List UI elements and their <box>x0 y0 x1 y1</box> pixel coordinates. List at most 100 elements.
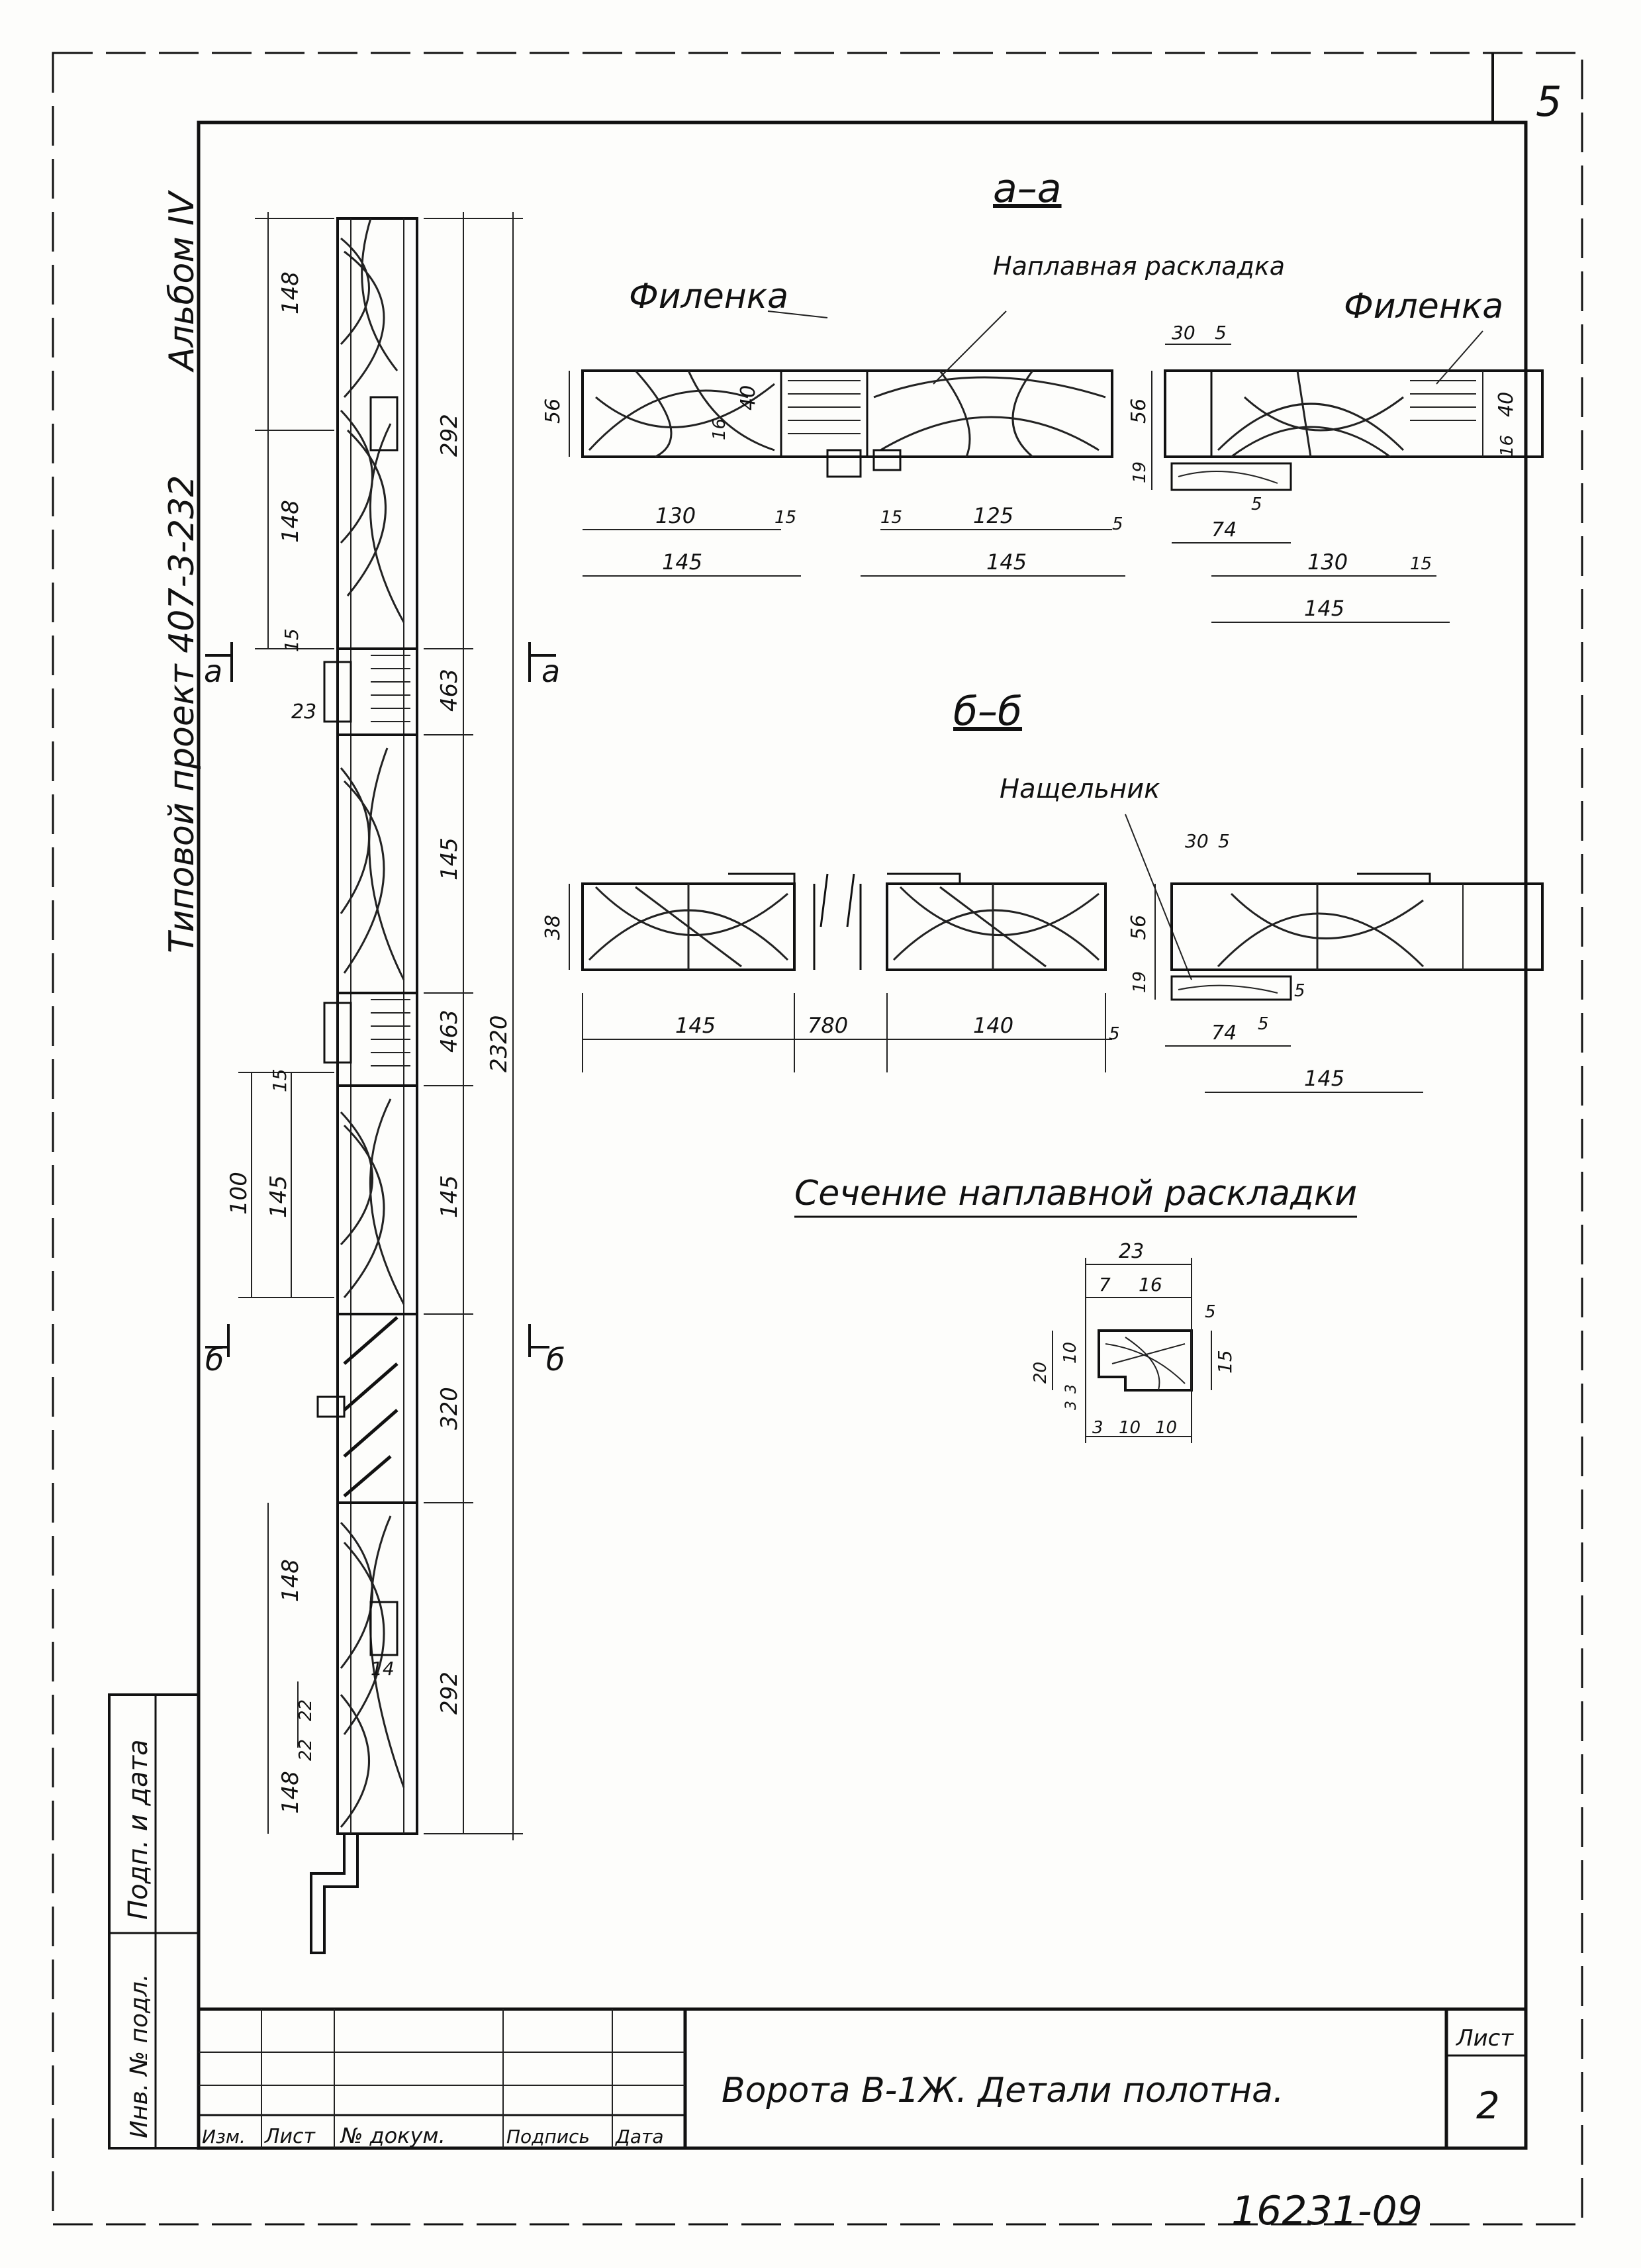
label-nashchelnik: Нащельник <box>1000 774 1160 804</box>
dim-elev-22b: 22 <box>296 1739 316 1761</box>
bottom-code: 16231-09 <box>1231 2188 1423 2234</box>
dim-p-15: 15 <box>1214 1350 1236 1374</box>
dim-a-15b: 15 <box>880 508 902 528</box>
dim-a-56b: 56 <box>1127 399 1150 424</box>
cut-mark-a-left: а <box>204 653 222 689</box>
dim-a-30: 30 <box>1172 322 1196 344</box>
dim-b-5b: 5 <box>1218 830 1230 852</box>
dim-elev-148d: 148 <box>277 1771 304 1814</box>
leader-naplavnaya <box>933 310 1007 385</box>
dim-elev-22a: 22 <box>296 1699 316 1721</box>
dim-p-7: 7 <box>1099 1274 1111 1296</box>
outer-trim-line <box>52 52 1583 2226</box>
album-label: Альбом IV <box>162 190 202 373</box>
dim-elev-292b: 292 <box>436 1672 463 1715</box>
dim-b-140: 140 <box>973 1013 1013 1038</box>
dim-elev-100: 100 <box>226 1172 252 1215</box>
dim-p-3a: 3 <box>1063 1384 1080 1394</box>
dim-a-5c: 5 <box>1251 495 1262 514</box>
dim-b-145: 145 <box>675 1013 716 1038</box>
dim-elev-145c: 145 <box>436 1175 463 1218</box>
dim-p-3b: 3 <box>1092 1418 1103 1438</box>
dim-a-40b: 40 <box>1495 392 1518 417</box>
dim-p-5: 5 <box>1205 1302 1216 1322</box>
dim-elev-463a: 463 <box>436 669 463 712</box>
dim-elev-148b: 148 <box>277 500 304 543</box>
elevation-dimensions <box>238 212 523 1840</box>
cut-mark-a-right: а <box>541 653 560 689</box>
label-filenka-right: Филенка <box>1344 287 1503 326</box>
dim-b-780: 780 <box>808 1013 848 1038</box>
project-label: Типовой проект 407-3-232 <box>162 475 202 953</box>
dim-elev-15b: 15 <box>269 1068 291 1092</box>
sheet-label: Лист <box>1455 2025 1514 2052</box>
dim-a-19: 19 <box>1130 461 1150 483</box>
side-label-inventory: Инв. № подл. <box>126 1974 153 2138</box>
dim-elev-320: 320 <box>436 1387 463 1430</box>
dim-elev-23: 23 <box>291 700 316 724</box>
sheet-number: 2 <box>1476 2085 1500 2128</box>
dim-p-3c: 3 <box>1063 1401 1080 1410</box>
dim-a-56: 56 <box>541 399 565 424</box>
dim-elev-2320: 2320 <box>486 1015 512 1072</box>
dim-a-5a: 5 <box>1112 514 1123 534</box>
profile-drawing <box>1052 1258 1212 1443</box>
dim-p-16: 16 <box>1139 1274 1162 1296</box>
dim-b-74: 74 <box>1211 1021 1237 1045</box>
dim-p-10b: 10 <box>1155 1418 1177 1438</box>
dim-b-56: 56 <box>1127 915 1150 940</box>
section-b-title: б–б <box>953 688 1022 735</box>
section-b-drawing <box>569 873 1544 1093</box>
dim-b-145b: 145 <box>1304 1066 1344 1091</box>
tb-header-date: Дата <box>614 2126 664 2148</box>
dim-a-130b: 130 <box>1307 549 1348 575</box>
corner-sheet-number: 5 <box>1536 77 1562 126</box>
dim-a-16: 16 <box>710 418 729 440</box>
dim-p-20: 20 <box>1031 1362 1051 1384</box>
cut-mark-b-right: б <box>546 1342 565 1378</box>
dim-elev-14: 14 <box>371 1658 395 1679</box>
side-stamp <box>108 1693 200 2150</box>
label-filenka-left: Филенка <box>629 277 788 316</box>
leaf-outline <box>336 217 418 1835</box>
label-naplavnaya: Наплавная раскладка <box>993 252 1285 281</box>
dim-p-23: 23 <box>1119 1240 1144 1263</box>
dim-b-30: 30 <box>1185 830 1209 852</box>
section-a-title: а–а <box>993 165 1062 212</box>
dim-a-130: 130 <box>655 503 696 528</box>
leader-nashchelnik <box>1125 814 1192 980</box>
title-block <box>197 2007 1528 2150</box>
dim-elev-292a: 292 <box>436 414 463 457</box>
dim-b-19: 19 <box>1130 971 1150 993</box>
dim-p-10a: 10 <box>1119 1418 1141 1438</box>
tb-header-sign: Подпись <box>506 2126 590 2148</box>
dim-b-5c: 5 <box>1258 1014 1269 1034</box>
dim-elev-463b: 463 <box>436 1010 463 1053</box>
dim-elev-148c: 148 <box>277 1559 304 1602</box>
tb-header-list: Лист <box>264 2125 316 2148</box>
side-label-signature: Подп. и дата <box>123 1740 154 1920</box>
dim-b-5a: 5 <box>1109 1024 1120 1044</box>
dim-a-125: 125 <box>973 503 1013 528</box>
dim-b-38: 38 <box>541 915 565 940</box>
dim-a-145c: 145 <box>1304 596 1344 621</box>
dim-a-15c: 15 <box>1410 554 1432 574</box>
profile-title: Сечение наплавной раскладки <box>794 1174 1357 1213</box>
door-leaf-elevation <box>310 217 418 1954</box>
dim-b-5d: 5 <box>1294 981 1305 1001</box>
dim-a-145a: 145 <box>662 549 702 575</box>
leader-filenka-right <box>1436 330 1483 385</box>
dim-a-16b: 16 <box>1497 435 1517 457</box>
dim-a-145b: 145 <box>986 549 1027 575</box>
dim-elev-15a: 15 <box>281 628 303 652</box>
section-a-drawing <box>569 344 1544 623</box>
cut-markers <box>205 642 556 1357</box>
dim-a-40: 40 <box>737 385 760 410</box>
dim-a-5b: 5 <box>1215 322 1227 344</box>
cut-mark-b-left: б <box>205 1342 224 1378</box>
dim-elev-145a: 145 <box>436 837 463 880</box>
dim-elev-148a: 148 <box>277 271 304 314</box>
tb-header-izm: Изм. <box>202 2126 246 2148</box>
